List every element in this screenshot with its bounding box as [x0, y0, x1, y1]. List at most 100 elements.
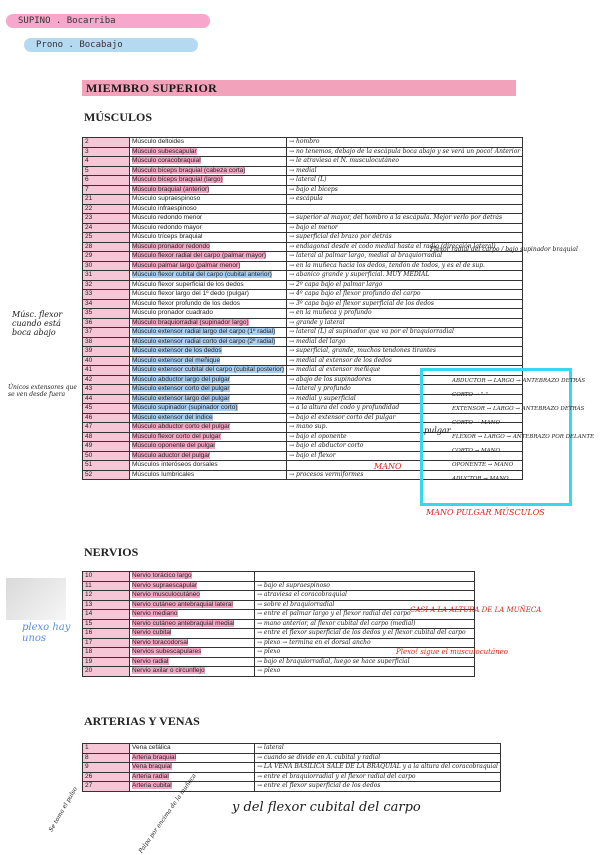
row-number: 11 [82, 580, 130, 591]
row-name-text: Arteria cubital [132, 782, 172, 790]
row-number: 4 [82, 156, 130, 167]
row-note-text: → medial [289, 166, 317, 174]
row-name-text: Músculo extensor cubital del carpo (cubi… [132, 366, 285, 374]
row-note-text: → bajo el flexor [289, 451, 336, 459]
row-name-text: Nervio cubital [132, 629, 172, 637]
row-name-text: Músculo flexor corto del pulgar [132, 432, 221, 440]
row-number: 7 [82, 184, 130, 195]
row-note: → 2º capa bajo el palmar largo [286, 279, 524, 290]
row-note: → bajo el braquiorradial, luego se hace … [254, 656, 475, 667]
row-note-text: → no tenemos, debajo de la escápula boca… [289, 147, 521, 155]
row-note-text: → lateral y profundo [289, 385, 351, 393]
row-name-text: Músculos interóseos dorsales [132, 461, 218, 469]
hand-diagram-line: CORTO → MANO [452, 420, 500, 426]
row-number: 12 [82, 590, 130, 601]
row-name: Nervio torácico largo [129, 571, 255, 582]
row-note: → hombro [286, 137, 524, 148]
row-name: Nervio mediano [129, 609, 255, 620]
row-note-text: → lateral [257, 744, 284, 752]
row-name: Músculo infraespinoso [128, 203, 288, 214]
row-name: Nervio musculocutáneo [129, 590, 255, 601]
row-name: Músculo extensor cubital del carpo (cubi… [128, 365, 288, 376]
row-note-text: → plexo [257, 667, 281, 675]
hand-diagram-line: ADUCTOR → MANO [452, 476, 509, 482]
row-name: Músculo supraespinoso [128, 194, 288, 205]
row-note-text: → bajo el extensor corto del pulgar [289, 413, 396, 421]
row-name: Vena cefálica [129, 743, 255, 754]
row-note-text: → le atraviesa el N. musculocutáneo [289, 157, 399, 165]
row-note-text: → bajo el menor [289, 223, 338, 231]
row-name-text: Nervio mediano [132, 610, 178, 618]
row-name-text: Músculo redondo menor [132, 214, 203, 222]
row-note-text: → lateral (L) al supinador que va por el… [289, 328, 454, 336]
row-name-text: Músculo extensor radial largo del carpo … [132, 328, 276, 336]
row-note: → bajo el menor [286, 222, 524, 233]
hand-diagram-pulgar: pulgar [424, 426, 451, 435]
row-note-text: → bajo el abductor corto [289, 442, 364, 450]
row-name-text: Músculo extensor largo del pulgar [132, 394, 230, 402]
row-note: → lateral (L) [286, 175, 524, 186]
row-note [286, 203, 524, 214]
prono-label: Prono . Bocabajo [24, 38, 198, 52]
row-number: 20 [82, 666, 130, 677]
row-number: 13 [82, 599, 130, 610]
row-note-text: → en la muñeca hacia los dedos, tendón d… [289, 261, 485, 269]
hand-diagram-line: CORTO → " " [452, 392, 488, 398]
row-note-text: → atraviesa el coracobraquial [257, 591, 347, 599]
section-musculos: MÚSCULOS [84, 110, 153, 124]
row-name: Nervio cutáneo antebraquial lateral [129, 599, 255, 610]
row-name-text: Músculo subescapular [132, 147, 197, 155]
row-number: 3 [82, 146, 130, 157]
row-name-text: Músculo infraespinoso [132, 204, 197, 212]
row-number: 26 [82, 771, 130, 782]
row-name-text: Músculo extensor del meñique [132, 356, 221, 364]
row-name: Músculo extensor del índice [128, 412, 288, 423]
row-number: 22 [82, 203, 130, 214]
row-name-text: Nervio cutáneo antebraquial lateral [132, 600, 233, 608]
row-number: 2 [82, 137, 130, 148]
row-number: 28 [82, 241, 130, 252]
row-number: 31 [82, 270, 130, 281]
row-name: Músculo tríceps braquial [128, 232, 288, 243]
annotation-nervio-1: CASI A LA ALTURA DE LA MUÑECA [410, 606, 542, 614]
row-number: 51 [82, 460, 130, 471]
row-number: 6 [82, 175, 130, 186]
section-arterias: ARTERIAS Y VENAS [84, 714, 200, 728]
row-name: Músculo pronador redondo [128, 241, 288, 252]
row-name-text: Nervio supraescapular [132, 581, 198, 589]
row-note-text: → LA VENA BASÍLICA SALE DE LA BRAQUIAL y… [257, 763, 498, 771]
row-number: 45 [82, 403, 130, 414]
row-note: → superior al mayor, del hombro a la esc… [286, 213, 524, 224]
row-note: → entre el flexor superficial de los ded… [254, 781, 501, 792]
row-name: Vena braquial [129, 762, 255, 773]
row-name-text: Arteria radial [132, 772, 169, 780]
row-note-text: → plexo → termina en el dorsal ancho [257, 638, 371, 646]
row-name-text: Vena cefálica [132, 744, 171, 752]
row-name-text: Músculo tríceps braquial [132, 233, 203, 241]
row-note: → entre el braquiorradial y el flexor ra… [254, 771, 501, 782]
row-name: Músculo redondo mayor [128, 222, 288, 233]
row-number: 50 [82, 450, 130, 461]
annotation-mano: MANO [374, 462, 402, 471]
hand-diagram-line: OPONENTE → MANO [452, 462, 514, 468]
row-number: 40 [82, 355, 130, 366]
row-note-text: → entre el flexor superficial de los ded… [257, 782, 381, 790]
row-number: 42 [82, 374, 130, 385]
section-nervios: NERVIOS [84, 545, 139, 559]
row-name: Músculo supinador (supinador corto) [128, 403, 288, 414]
row-name: Nervio supraescapular [129, 580, 255, 591]
row-name-text: Nervio axilar o circunflejo [132, 667, 205, 675]
row-name: Músculo bíceps braquial (largo) [128, 175, 288, 186]
